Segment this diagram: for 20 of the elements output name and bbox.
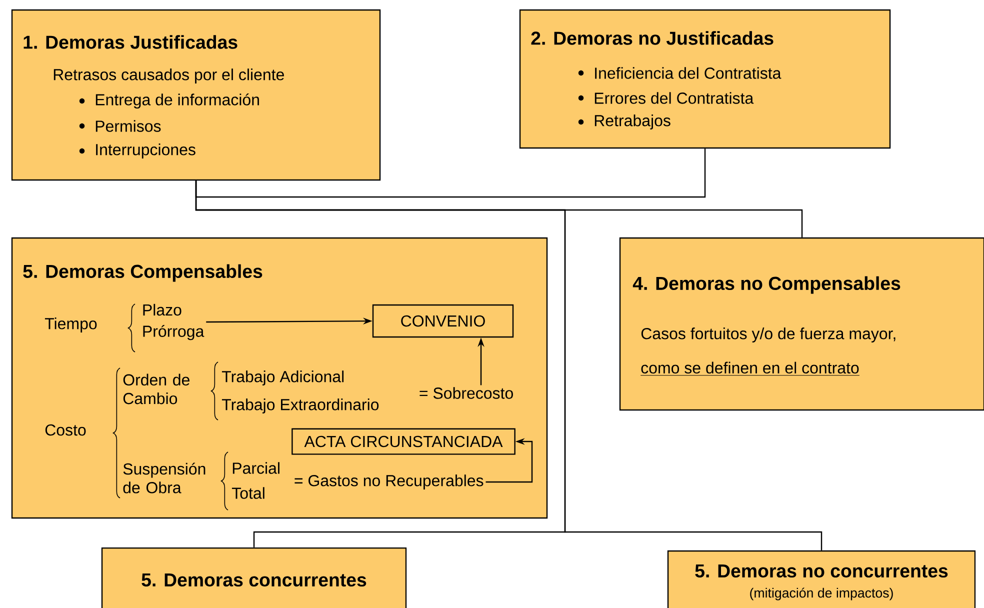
label-text: Costo [45,424,86,436]
category-box: 5. Demoras no concurrentes (mitigación de impactos) [667,550,976,608]
result-text: = Sobrecosto [420,387,513,399]
brace-items: Plazo Prórroga [143,304,204,340]
category-box: 4. Demoras no Compensables Casos fortuitos y/o de fuerza mayor, como se definen en el contrato [619,237,984,411]
label-box: CONVENIO [372,304,514,338]
label-text: Orden de Cambio [123,374,190,404]
label-text: Trabajo Extraordinario [222,398,379,414]
label-text: Tiempo [44,318,97,332]
label-text: Trabajo Adicional [222,370,344,386]
connector-line [195,180,822,550]
category-box: 2. Demoras no Justificadas Ineficiencia del Contratista Errores del Contratista Retrabajos [519,9,891,149]
connector-line [195,148,706,198]
label-text: Parcial [232,462,280,474]
result-text: = Gastos no Recuperables [294,474,484,490]
label-text: Total [232,487,264,499]
label-box: ACTA CIRCUNSTANCIADA [292,428,516,455]
label-text: Suspensión de Obra [123,462,206,494]
category-box: 5. Demoras concurrentes [101,547,407,608]
category-box: 1. Demoras Justificadas Retrasos causados por el cliente Entrega de información Permisos Interrupciones [11,9,381,181]
